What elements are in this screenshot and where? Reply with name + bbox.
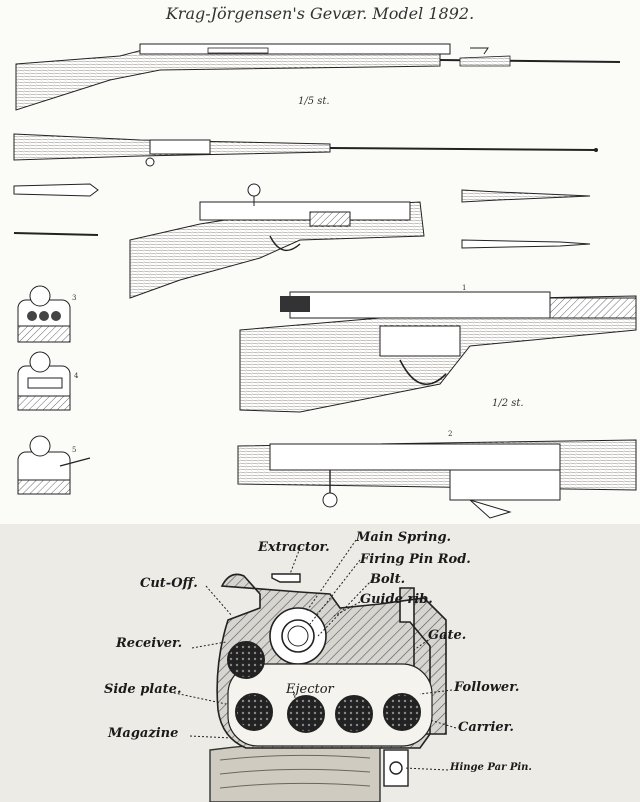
- label-gate: Gate.: [428, 628, 467, 643]
- label-hinge-bar-pin: Hinge Par Pin.: [450, 762, 532, 773]
- action-cutaway-large: [129, 183, 425, 299]
- figure-number-1: 1: [462, 284, 467, 292]
- magazine-section-fig5: [17, 435, 91, 495]
- rifle-side-view: [15, 43, 621, 111]
- rifle-top-view: [13, 133, 598, 167]
- hinge-pin: [389, 761, 403, 775]
- scale-upper: 1/5 st.: [298, 96, 330, 107]
- label-follower: Follower.: [454, 680, 520, 695]
- rifle-drawings: [13, 43, 637, 519]
- bayonet-parts: [461, 189, 591, 249]
- figure-number-3: 3: [72, 294, 77, 302]
- label-extractor: Extractor.: [258, 540, 330, 555]
- label-cut-off: Cut-Off.: [140, 576, 198, 591]
- magazine-cavity: [227, 663, 433, 747]
- label-magazine: Magazine: [108, 726, 179, 741]
- figure-number-5: 5: [72, 446, 77, 454]
- label-main-spring: Main Spring.: [356, 530, 452, 545]
- label-ejector: Ejector: [286, 682, 334, 697]
- bayonet-scabbard: [13, 183, 99, 236]
- label-guide-rib: Guide rib.: [360, 592, 433, 607]
- magazine-section-fig4: [17, 351, 71, 411]
- figure-number-4: 4: [74, 372, 79, 380]
- label-firing-pin-rod: Firing Pin Rod.: [360, 552, 471, 567]
- magazine-section-fig3: [17, 285, 71, 343]
- extractor-part: [271, 573, 301, 583]
- leader-lines: [169, 539, 457, 771]
- action-section-fig1: [239, 291, 637, 413]
- diagram-title: Krag-Jörgensen's Gevær. Model 1892.: [165, 4, 475, 23]
- cartridge: [287, 695, 325, 733]
- cartridge: [335, 695, 373, 733]
- engraving-panel: Krag-Jörgensen's Gevær. Model 1892.: [13, 4, 637, 519]
- figure-number-2: 2: [448, 430, 453, 438]
- label-carrier: Carrier.: [458, 720, 514, 735]
- label-side-plate: Side plate.: [104, 682, 182, 697]
- cartridge: [383, 693, 421, 731]
- scale-lower: 1/2 st.: [492, 398, 524, 409]
- magazine-cross-section: [169, 539, 457, 802]
- action-section-fig2: [237, 439, 637, 519]
- magazine-detail-panel: Extractor. Main Spring. Firing Pin Rod. …: [0, 524, 640, 802]
- cartridge: [227, 641, 265, 679]
- cartridge: [235, 693, 273, 731]
- label-receiver: Receiver.: [116, 636, 183, 651]
- label-bolt: Bolt.: [370, 572, 406, 587]
